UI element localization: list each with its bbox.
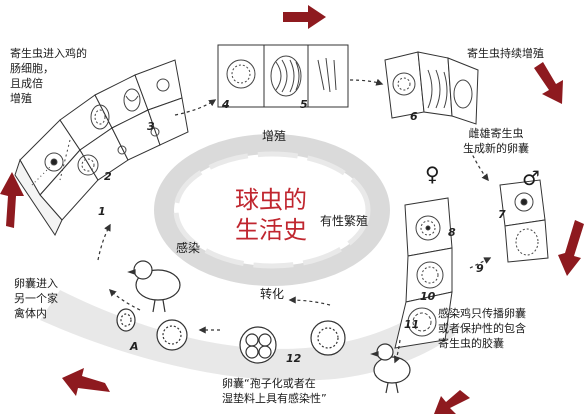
stage-number-5: 5 xyxy=(300,98,308,111)
label-sexual: 有性繁殖 xyxy=(320,214,369,228)
left-cell-contents xyxy=(31,78,170,186)
red-arrow-left-icon xyxy=(0,172,24,228)
red-arrow-right-icon xyxy=(558,220,584,276)
stage-number-11: 11 xyxy=(404,318,420,331)
female-symbol: ♀ xyxy=(425,162,440,186)
chick-left-icon xyxy=(127,260,181,313)
cycle-arrows xyxy=(97,78,492,364)
stage-number-10: 10 xyxy=(420,290,436,303)
top-right-cell-contents xyxy=(392,69,473,109)
red-arrow-icons xyxy=(0,5,584,414)
label-infection: 感染 xyxy=(176,241,201,255)
red-arrow-bottom-left-icon xyxy=(62,368,110,396)
center-ring xyxy=(154,134,390,286)
red-arrow-top-right-icon xyxy=(534,62,563,104)
stage-letter-a: A xyxy=(130,340,139,353)
stage-number-1: 1 xyxy=(98,205,106,218)
center-ring-inner xyxy=(173,151,371,269)
label-transform: 转化 xyxy=(260,287,285,301)
diagram-title: 球虫的 生活史 xyxy=(235,186,307,244)
stage-number-8: 8 xyxy=(448,226,456,239)
stage-number-2: 2 xyxy=(104,170,112,183)
red-arrow-top-icon xyxy=(283,5,326,29)
label-multiply: 增殖 xyxy=(262,129,287,143)
stage-number-9: 9 xyxy=(476,262,484,275)
right-cell-contents xyxy=(407,192,539,337)
label-top-right: 寄生虫持续增殖 xyxy=(467,47,544,60)
male-symbol: ♂ xyxy=(522,166,540,190)
bottom-band xyxy=(40,290,455,381)
left-cell-arc xyxy=(14,59,189,237)
label-spread: 感染鸡只传播卵囊 或者保护性的包含 寄生虫的胶囊 xyxy=(438,307,526,350)
top-cell-contents xyxy=(226,55,337,97)
oocysts xyxy=(116,308,346,364)
label-top-left: 寄生虫进入鸡的 肠细胞， 且成倍 增殖 xyxy=(10,47,87,105)
label-enter-host: 卵囊进入 另一个家 禽体内 xyxy=(14,277,58,320)
stage-number-12: 12 xyxy=(286,352,302,365)
label-male-female: 雌雄寄生虫 生成新的卵囊 xyxy=(463,127,529,155)
stage-number-3: 3 xyxy=(147,120,155,133)
red-arrow-bottom-right-icon xyxy=(434,390,470,414)
top-right-cells xyxy=(384,51,479,125)
stage-number-6: 6 xyxy=(410,110,418,123)
chick-right-icon xyxy=(370,343,411,394)
stage-number-4: 4 xyxy=(222,98,230,111)
label-sporulate: 卵囊“孢子化或者在 湿垫料上具有感染性” xyxy=(222,377,327,405)
stage-number-7: 7 xyxy=(498,208,506,221)
